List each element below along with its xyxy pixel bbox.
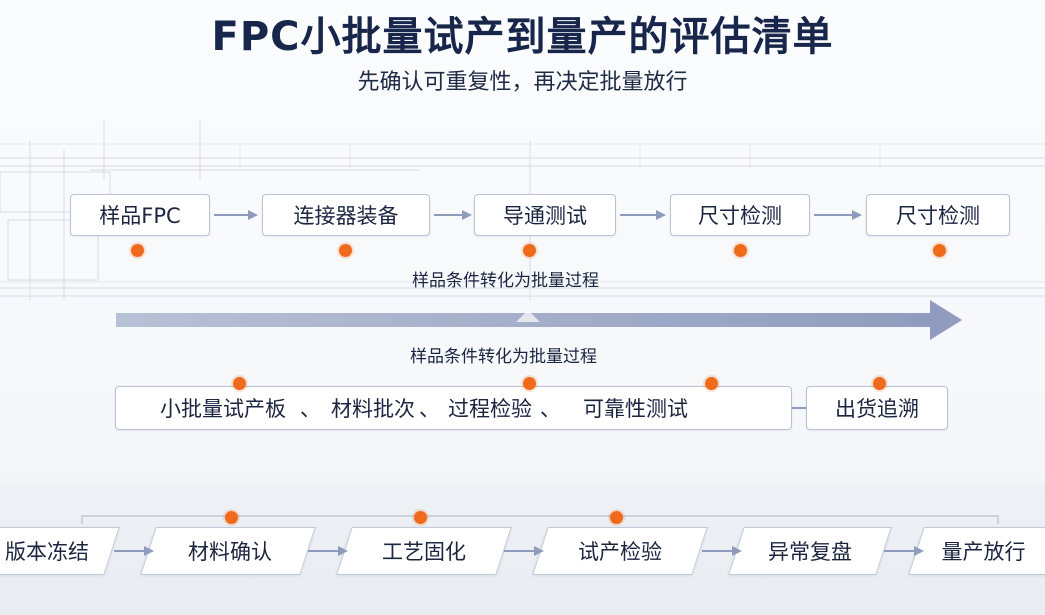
middle-item-small-batch-board: 小批量试产板 (160, 397, 286, 421)
connector-line (792, 407, 808, 409)
arrow-right-icon (308, 546, 348, 556)
marker-dot (225, 511, 238, 524)
marker-dot (523, 377, 536, 390)
marker-dot (933, 244, 946, 257)
page-title: FPC小批量试产到量产的评估清单 (211, 14, 834, 60)
bottom-step-version-freeze: 版本冻结 (5, 540, 89, 564)
arrow-right-icon (434, 210, 472, 220)
separator: 、 (540, 397, 561, 421)
separator: 、 (419, 397, 440, 421)
middle-item-process-inspection: 过程检验 (448, 397, 532, 421)
arrow-right-icon (702, 546, 742, 556)
marker-dot (523, 244, 536, 257)
arrow-right-icon (114, 546, 154, 556)
top-step-label: 样品FPC (99, 204, 181, 228)
middle-step-label: 出货追溯 (835, 397, 919, 421)
marker-dot (873, 377, 886, 390)
bottom-step-material-confirm: 材料确认 (188, 540, 272, 564)
middle-item-reliability-test: 可靠性测试 (583, 397, 688, 421)
bracket-line (81, 515, 999, 524)
bottom-step-trial-inspection: 试产检验 (578, 540, 662, 564)
marker-dot (339, 244, 352, 257)
bottom-step-mass-release: 量产放行 (941, 540, 1026, 564)
top-step-label: 连接器装备 (293, 204, 399, 228)
middle-step-shipment-trace: 出货追溯 (806, 386, 948, 430)
marker-dot (705, 377, 718, 390)
marker-dot (233, 377, 246, 390)
arrow-right-icon (214, 210, 258, 220)
top-step-sample-fpc: 样品FPC (70, 194, 210, 236)
top-step-label: 尺寸检测 (896, 204, 980, 228)
bottom-step-process-solidify: 工艺固化 (382, 540, 466, 564)
separator: 、 (300, 397, 321, 421)
blueprint-background (0, 120, 1045, 300)
arrow-right-icon (814, 210, 862, 220)
top-step-continuity-test: 导通测试 (474, 194, 616, 236)
middle-item-material-batch: 材料批次 (331, 397, 415, 421)
top-step-dimension-check-2: 尺寸检测 (866, 194, 1010, 236)
transition-arrow (116, 300, 962, 340)
marker-dot (414, 511, 427, 524)
marker-dot (131, 244, 144, 257)
marker-dot (734, 244, 747, 257)
top-step-label: 导通测试 (503, 204, 587, 228)
marker-dot (610, 511, 623, 524)
top-flow-caption: 样品条件转化为批量过程 (412, 271, 599, 291)
top-step-label: 尺寸检测 (698, 204, 782, 228)
middle-group-box: 小批量试产板 、 材料批次 、 过程检验 、 可靠性测试 (115, 386, 792, 430)
arrow-right-icon (504, 546, 544, 556)
transition-caption: 样品条件转化为批量过程 (410, 347, 597, 367)
top-step-dimension-check: 尺寸检测 (670, 194, 810, 236)
top-step-connector-assembly: 连接器装备 (262, 194, 430, 236)
page-subtitle: 先确认可重复性，再决定批量放行 (357, 70, 688, 95)
bottom-step-anomaly-review: 异常复盘 (768, 540, 852, 564)
arrow-right-icon (620, 210, 666, 220)
arrow-right-icon (884, 546, 924, 556)
